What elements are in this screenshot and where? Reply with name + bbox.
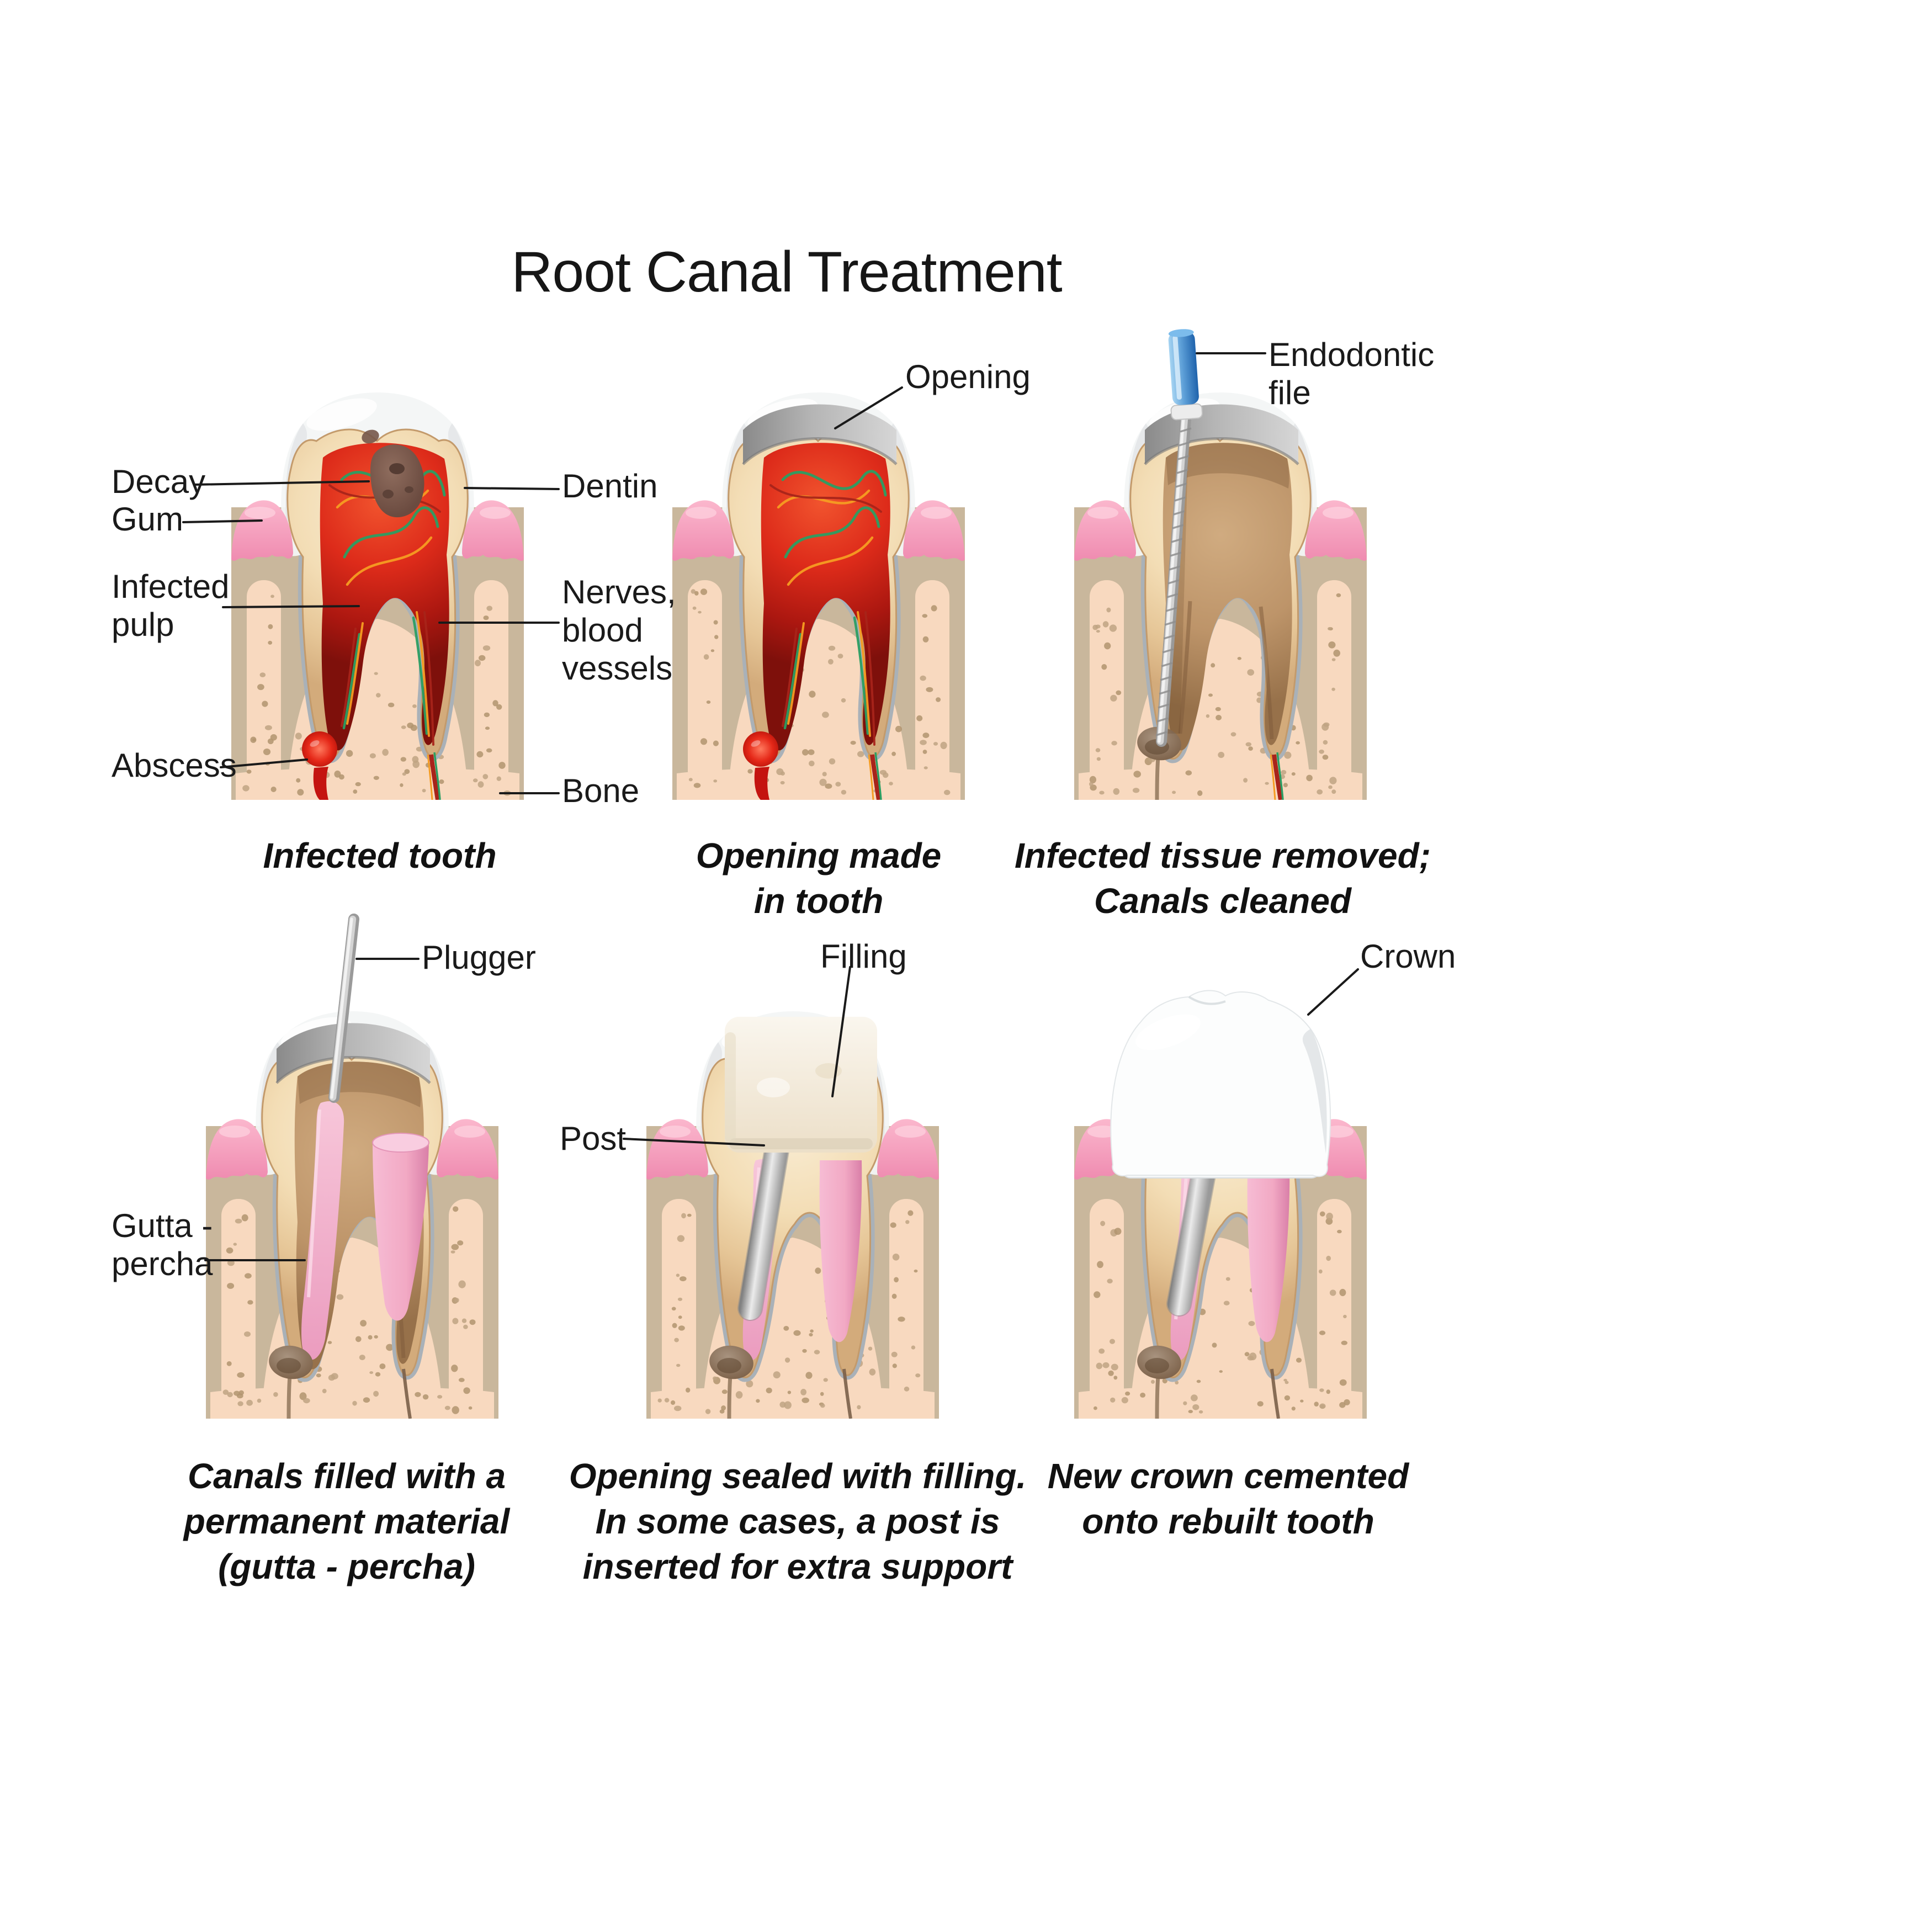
label-gum: Gum [112, 501, 184, 538]
leader-line-gum [182, 519, 263, 523]
leader-line-infected-pulp [222, 605, 360, 608]
illustration-step1-infected-tooth [231, 392, 524, 800]
leader-line-decay [193, 480, 370, 486]
leader-line-opening [834, 386, 903, 429]
illustration-step5-filling-post [646, 1011, 939, 1419]
leader-line-filling [831, 966, 851, 1097]
caption-step1: Infected tooth [263, 836, 497, 875]
caption-step3: Infected tissue removed;Canals cleaned [1015, 836, 1431, 921]
leader-line-post [623, 1138, 765, 1147]
illustration-step2-opening-made [672, 392, 965, 800]
illustration-step6-crown [1074, 990, 1367, 1419]
illustration-step4-gutta-percha [206, 914, 498, 1419]
label-post: Post [560, 1120, 627, 1157]
leader-line-abscess [220, 758, 308, 768]
caption-step5: Opening sealed with filling.In some case… [569, 1456, 1027, 1586]
label-gutta-percha: Gutta -percha [112, 1207, 213, 1282]
leader-line-crown [1307, 968, 1359, 1016]
page-title: Root Canal Treatment [511, 240, 1062, 304]
label-abscess: Abscess [112, 747, 237, 784]
label-plugger: Plugger [422, 939, 536, 976]
leader-line-dentin [464, 487, 560, 490]
label-filling: Filling [820, 938, 907, 975]
label-decay: Decay [112, 463, 206, 500]
illustration-step3-canals-cleaned [1074, 329, 1367, 800]
label-dentin: Dentin [562, 468, 658, 505]
label-opening: Opening [905, 358, 1031, 395]
label-crown: Crown [1360, 938, 1456, 975]
label-bone: Bone [562, 772, 640, 809]
